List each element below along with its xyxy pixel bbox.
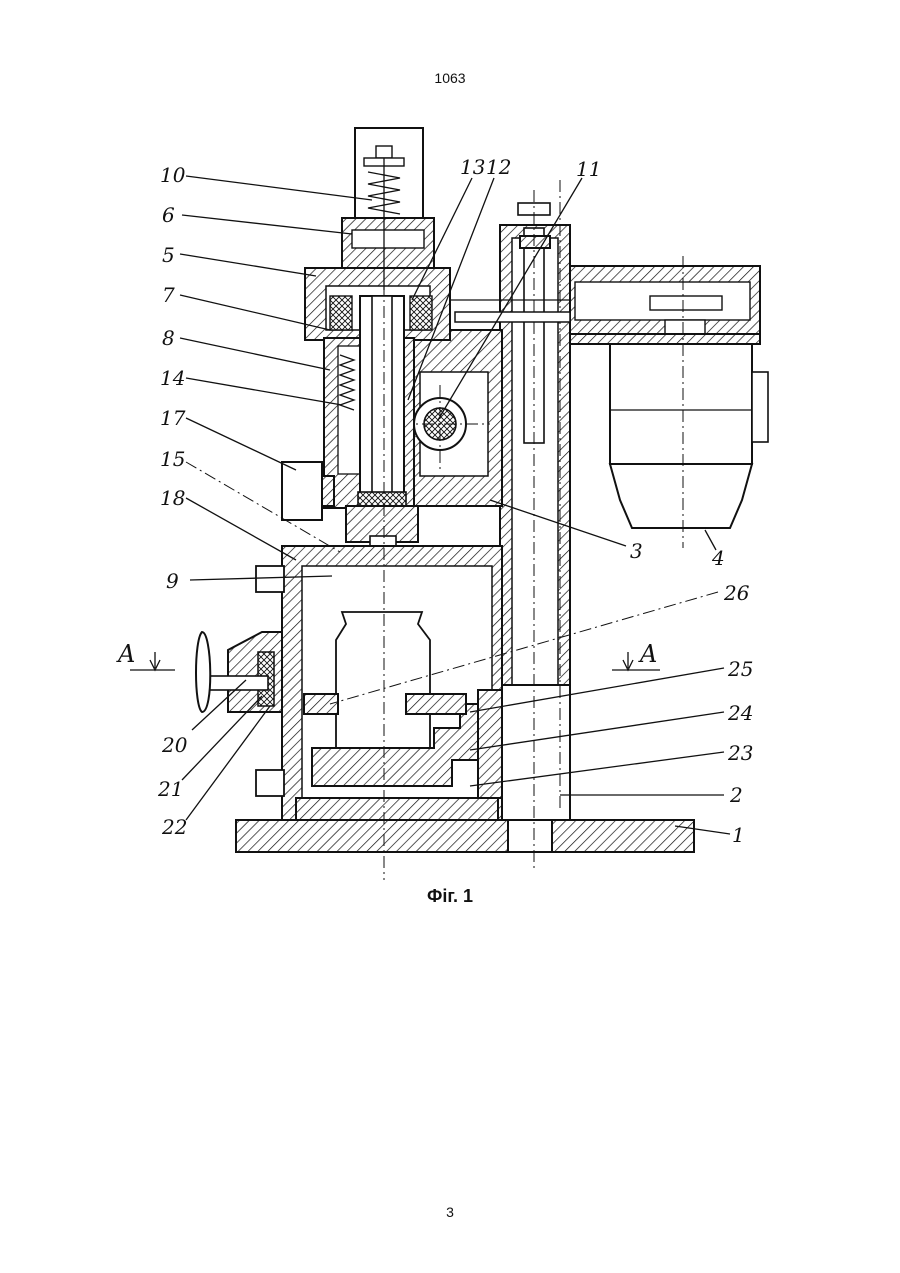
label-6: 6 bbox=[162, 203, 175, 227]
label-21: 21 bbox=[157, 777, 183, 801]
hand-valve bbox=[196, 632, 282, 712]
label-A-right: A bbox=[638, 640, 657, 668]
label-25: 25 bbox=[727, 657, 753, 681]
page-number: 3 bbox=[0, 1204, 900, 1220]
label-8: 8 bbox=[162, 326, 175, 350]
base-plate bbox=[236, 820, 694, 852]
figure-caption: Фіг. 1 bbox=[0, 886, 900, 907]
label-14: 14 bbox=[160, 366, 185, 390]
label-2: 2 bbox=[729, 783, 743, 807]
label-24: 24 bbox=[727, 701, 753, 725]
label-4: 4 bbox=[711, 546, 725, 570]
label-13: 13 bbox=[460, 155, 485, 179]
label-20: 20 bbox=[161, 733, 188, 757]
label-7: 7 bbox=[162, 283, 175, 307]
label-A-left: A bbox=[116, 640, 135, 668]
label-11: 11 bbox=[576, 157, 601, 181]
label-12: 12 bbox=[486, 155, 511, 179]
label-1: 1 bbox=[732, 823, 745, 847]
column bbox=[500, 180, 570, 870]
label-26: 26 bbox=[723, 581, 750, 605]
label-9: 9 bbox=[166, 569, 179, 593]
label-5: 5 bbox=[162, 243, 175, 267]
label-23: 23 bbox=[727, 741, 753, 765]
motor-assembly bbox=[570, 256, 768, 548]
label-18: 18 bbox=[160, 486, 185, 510]
label-10: 10 bbox=[160, 163, 186, 187]
label-3: 3 bbox=[630, 539, 643, 563]
top-cap bbox=[342, 128, 434, 290]
label-15: 15 bbox=[160, 447, 185, 471]
label-22: 22 bbox=[161, 815, 187, 839]
label-17: 17 bbox=[160, 406, 186, 430]
